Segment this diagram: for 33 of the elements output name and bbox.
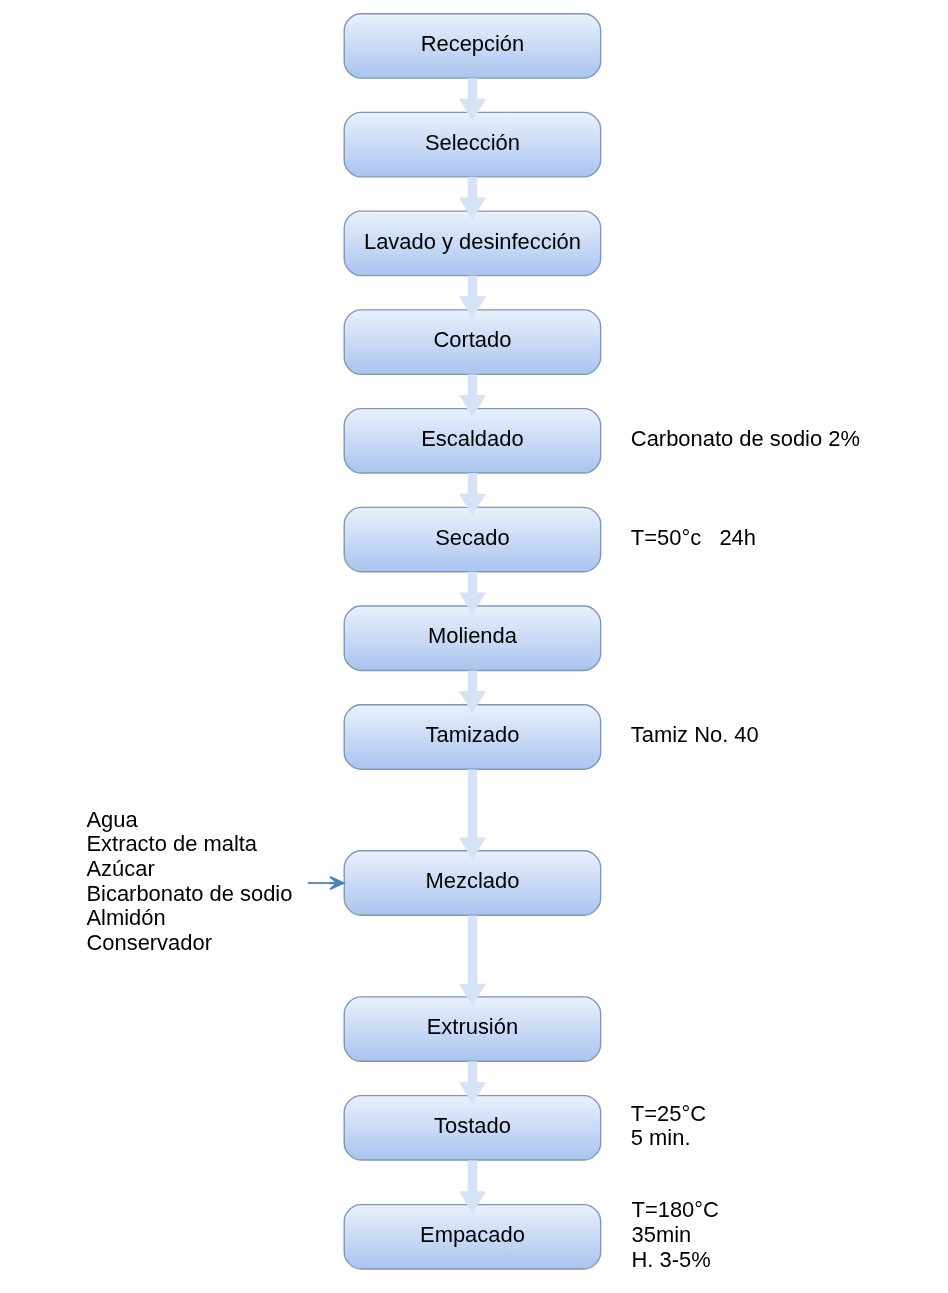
node-label: Tamiz No. 40: [630, 722, 759, 748]
node-box: Tamizado: [343, 704, 601, 770]
arrow: [458, 1160, 486, 1214]
node-box: Escaldado: [343, 407, 601, 474]
node-label: T=50°c 24h: [630, 524, 756, 550]
arrow: [458, 769, 486, 860]
arrow: [458, 1061, 486, 1105]
arrow: [458, 374, 486, 418]
node-label: 35min: [631, 1222, 691, 1248]
node-box: Molienda: [343, 605, 601, 672]
arrow: [458, 176, 486, 220]
arrow: [458, 78, 486, 121]
node-box: Cortado: [343, 309, 601, 375]
arrow: [458, 571, 486, 615]
node-box: Lavado y desinfección: [343, 210, 601, 277]
node-label: T=180°C: [631, 1197, 719, 1223]
arrow: [458, 473, 486, 516]
node-box: Extrusión: [343, 996, 601, 1062]
node-text: Agua Extracto de malta Azúcar Bicarbonato de sodio Almidón Conservador: [85, 806, 292, 955]
node-label: Carbonato de sodio 2%: [630, 426, 860, 452]
node-box: Secado: [343, 506, 601, 573]
node-box: Selección: [343, 111, 601, 178]
node-box: Recepción: [343, 13, 601, 79]
node-box: Mezclado: [343, 850, 601, 916]
node-box: Tostado: [343, 1094, 601, 1161]
arrow: [458, 915, 486, 1006]
node-label: 5 min.: [630, 1125, 691, 1151]
arrow: [306, 875, 345, 891]
node-label: T=25°C: [630, 1100, 706, 1126]
node-label: H. 3-5%: [631, 1246, 711, 1272]
node-box: Empacado: [343, 1203, 601, 1270]
arrow: [458, 670, 486, 714]
arrow: [458, 275, 486, 319]
